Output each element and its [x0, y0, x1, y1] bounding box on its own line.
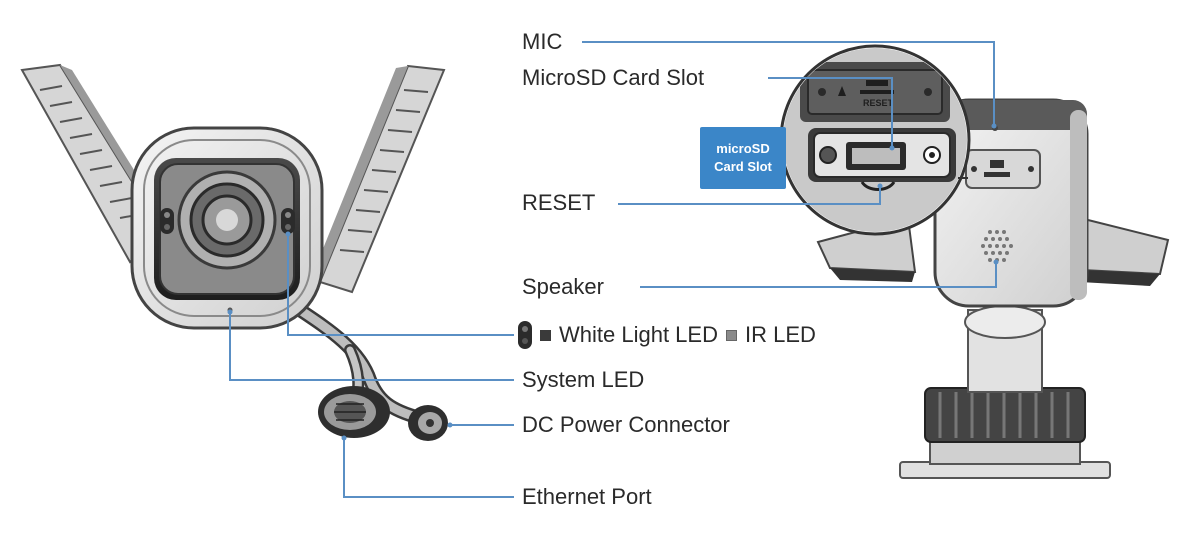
leader-lines [229, 41, 997, 498]
sd-slot-inset: RESET [779, 44, 971, 236]
system-led-leader [229, 312, 514, 381]
microsd-slot-label: MicroSD Card Slot [522, 65, 705, 90]
right-antenna [312, 64, 446, 294]
microsd-leader [768, 77, 893, 148]
reset-leader [618, 186, 881, 205]
side-camera: RESET [779, 44, 1170, 479]
inset-reset-text: RESET [863, 98, 894, 108]
ethernet-leader [343, 438, 514, 498]
front-camera [20, 63, 448, 441]
speaker-leader [640, 262, 997, 288]
system-led-label: System LED [522, 367, 645, 392]
leader-endpoints [227, 123, 999, 441]
microsd-badge-line1: microSD [716, 141, 770, 156]
reset-label: RESET [522, 190, 596, 215]
dc-power-label: DC Power Connector [522, 412, 730, 437]
microsd-badge-line2: Card Slot [714, 159, 772, 174]
speaker-grille [981, 230, 1013, 262]
white-light-square-icon [540, 329, 551, 341]
ethernet-label: Ethernet Port [522, 484, 652, 509]
led-legend: White Light LED IR LED [518, 321, 816, 349]
side-camera-body [933, 98, 1089, 308]
white-light-led-label: White Light LED [559, 322, 718, 347]
mic-leader [582, 41, 995, 126]
dc-power-connector [408, 405, 448, 441]
ethernet-connector [318, 386, 390, 438]
ir-square-icon [725, 329, 737, 341]
ir-led-label: IR LED [744, 322, 816, 347]
front-camera-body [130, 126, 324, 330]
mic-label: MIC [522, 29, 563, 54]
microsd-badge: microSD Card Slot [700, 127, 786, 189]
speaker-label: Speaker [522, 274, 604, 299]
led-pill-icon [518, 321, 532, 349]
led-leader [287, 234, 514, 336]
mount-base [899, 305, 1111, 479]
